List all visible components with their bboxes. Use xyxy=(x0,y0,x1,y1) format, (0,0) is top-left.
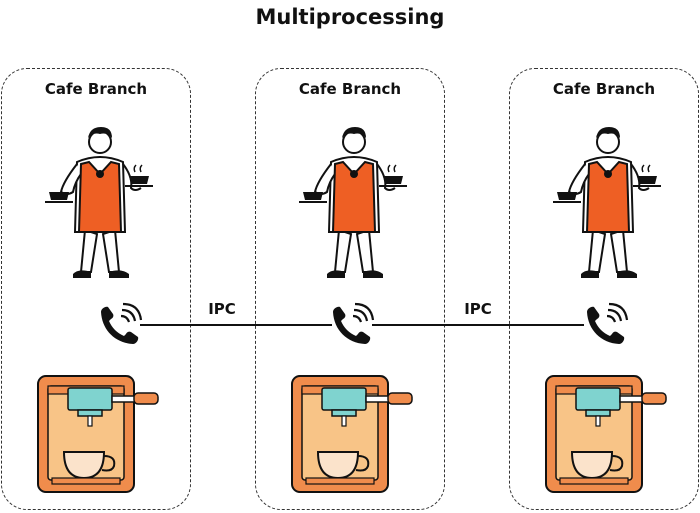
branch-box-1 xyxy=(1,68,191,510)
phone-icon xyxy=(327,302,375,350)
phone-icon xyxy=(581,302,629,350)
diagram-title: Multiprocessing xyxy=(255,5,445,29)
branch-box-2 xyxy=(255,68,445,510)
espresso-machine-icon xyxy=(34,374,164,494)
ipc-link-line-2 xyxy=(372,324,584,326)
espresso-machine-icon xyxy=(288,374,418,494)
ipc-link-line-1 xyxy=(140,324,332,326)
barista-icon xyxy=(299,122,409,282)
ipc-label-2: IPC xyxy=(464,300,492,318)
barista-icon xyxy=(45,122,155,282)
espresso-machine-icon xyxy=(542,374,672,494)
branch-label-3: Cafe Branch xyxy=(552,80,656,98)
branch-label-2: Cafe Branch xyxy=(298,80,402,98)
phone-icon xyxy=(95,302,143,350)
branch-label-1: Cafe Branch xyxy=(44,80,148,98)
barista-icon xyxy=(553,122,663,282)
ipc-label-1: IPC xyxy=(208,300,236,318)
branch-box-3 xyxy=(509,68,699,510)
